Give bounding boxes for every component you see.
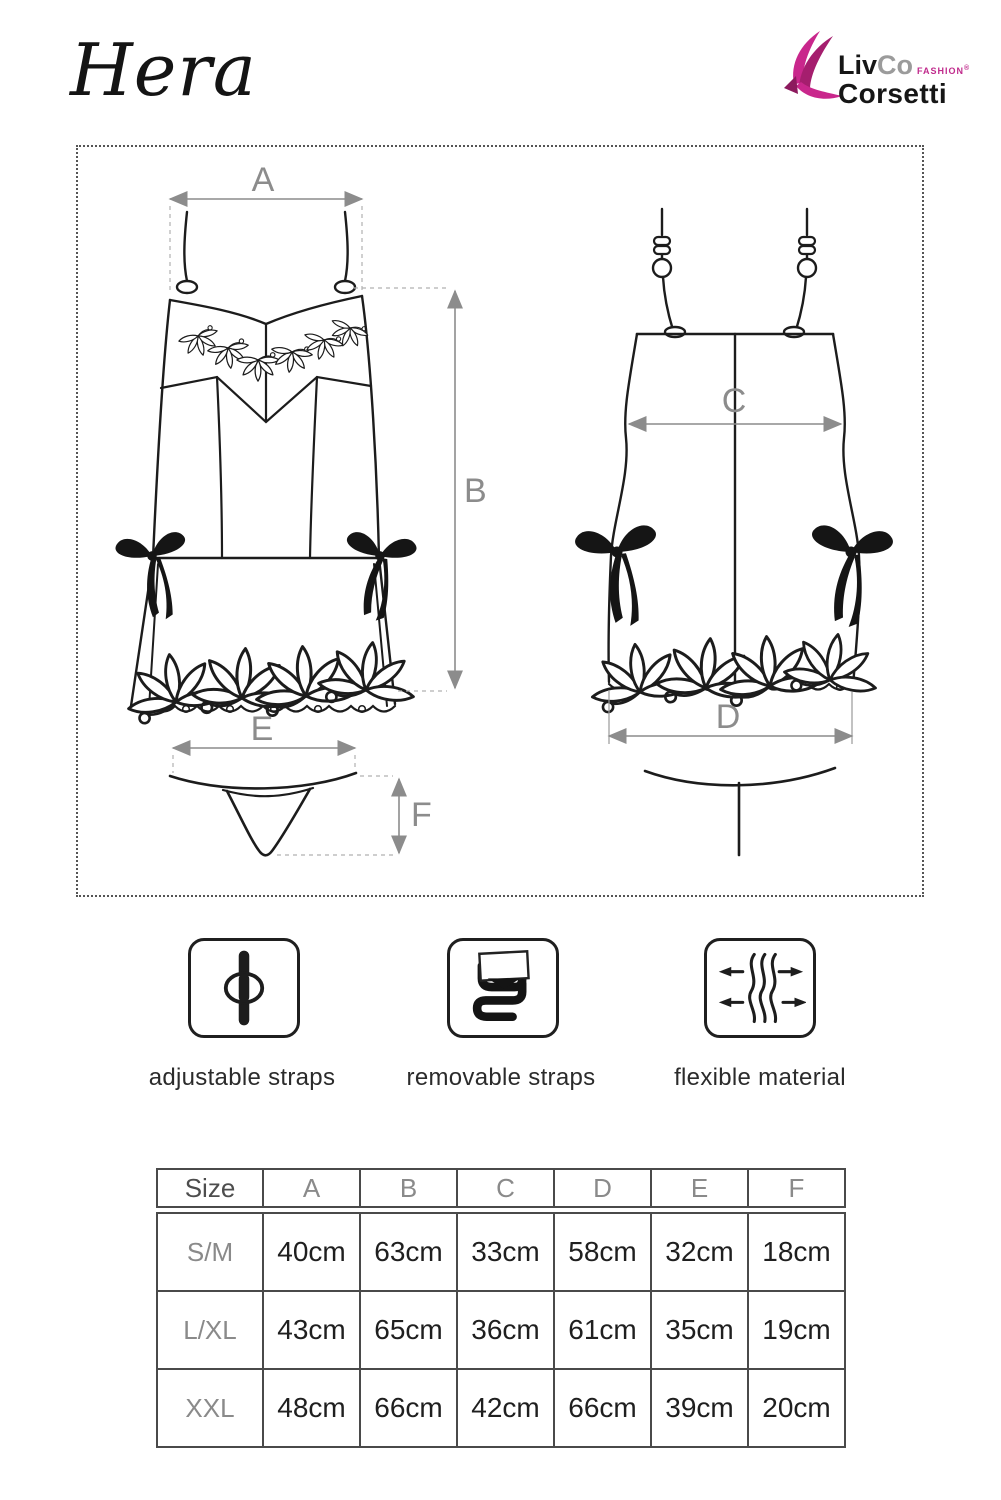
adjustable-straps-label: adjustable straps — [148, 1064, 336, 1091]
dimension-c-label: C — [722, 382, 747, 420]
front-bows — [114, 530, 418, 625]
header-cell-d: D — [553, 1168, 652, 1208]
size-table-header: Size A B C D E F — [156, 1168, 846, 1208]
header-row: Size A B C D E F — [156, 1168, 846, 1208]
value-cell: 43cm — [262, 1290, 361, 1370]
brand-swoosh-icon — [784, 31, 842, 99]
size-table: S/M 40cm 63cm 33cm 58cm 32cm 18cm L/XL 4… — [156, 1212, 846, 1448]
dimension-b: B — [354, 287, 487, 692]
brand-fashion: FASHION — [917, 66, 965, 76]
dimension-b-label: B — [464, 472, 487, 510]
table-row: XXL 48cm 66cm 42cm 66cm 39cm 20cm — [156, 1368, 846, 1448]
value-cell: 18cm — [747, 1212, 846, 1292]
front-view-garment — [129, 210, 397, 714]
size-cell: S/M — [156, 1212, 264, 1292]
flexible-material-icon — [704, 938, 816, 1038]
value-cell: 48cm — [262, 1368, 361, 1448]
table-row: S/M 40cm 63cm 33cm 58cm 32cm 18cm — [156, 1212, 846, 1292]
brand-co: Co — [877, 50, 914, 80]
dimension-d-label: D — [716, 698, 741, 736]
value-cell: 63cm — [359, 1212, 458, 1292]
header-cell-c: C — [456, 1168, 555, 1208]
product-title: Hera — [70, 28, 257, 112]
value-cell: 19cm — [747, 1290, 846, 1370]
value-cell: 66cm — [553, 1368, 652, 1448]
value-cell: 20cm — [747, 1368, 846, 1448]
dimension-a-label: A — [252, 161, 275, 199]
value-cell: 65cm — [359, 1290, 458, 1370]
dimension-a: A — [168, 161, 364, 294]
value-cell: 40cm — [262, 1212, 361, 1292]
brand-corsetti: Corsetti — [838, 78, 947, 109]
brand-liv: Liv — [838, 50, 878, 80]
dimension-f: F — [277, 775, 432, 856]
front-embroidery — [120, 314, 422, 727]
dimension-d: D — [607, 690, 854, 744]
adjustable-straps-icon — [188, 938, 300, 1038]
size-cell: L/XL — [156, 1290, 264, 1370]
diagram-border — [76, 145, 924, 897]
registered-mark: ® — [964, 65, 971, 72]
dimension-e-label: E — [251, 710, 274, 748]
header-cell-size: Size — [156, 1168, 264, 1208]
header-cell-f: F — [747, 1168, 846, 1208]
size-cell: XXL — [156, 1368, 264, 1448]
value-cell: 36cm — [456, 1290, 555, 1370]
flexible-material-label: flexible material — [674, 1064, 846, 1091]
value-cell: 33cm — [456, 1212, 555, 1292]
value-cell: 35cm — [650, 1290, 749, 1370]
value-cell: 39cm — [650, 1368, 749, 1448]
back-thong — [643, 766, 837, 857]
removable-straps-label: removable straps — [406, 1064, 596, 1091]
header-cell-b: B — [359, 1168, 458, 1208]
value-cell: 58cm — [553, 1212, 652, 1292]
value-cell: 42cm — [456, 1368, 555, 1448]
dimension-f-label: F — [411, 796, 432, 834]
dimension-c: C — [627, 382, 843, 432]
header-cell-e: E — [650, 1168, 749, 1208]
removable-straps-icon — [447, 938, 559, 1038]
table-row: L/XL 43cm 65cm 36cm 61cm 35cm 19cm — [156, 1290, 846, 1370]
value-cell: 61cm — [553, 1290, 652, 1370]
dimension-e: E — [171, 710, 357, 773]
back-view-garment — [607, 207, 861, 692]
value-cell: 66cm — [359, 1368, 458, 1448]
front-thong — [168, 771, 358, 857]
header-cell-a: A — [262, 1168, 361, 1208]
value-cell: 32cm — [650, 1212, 749, 1292]
